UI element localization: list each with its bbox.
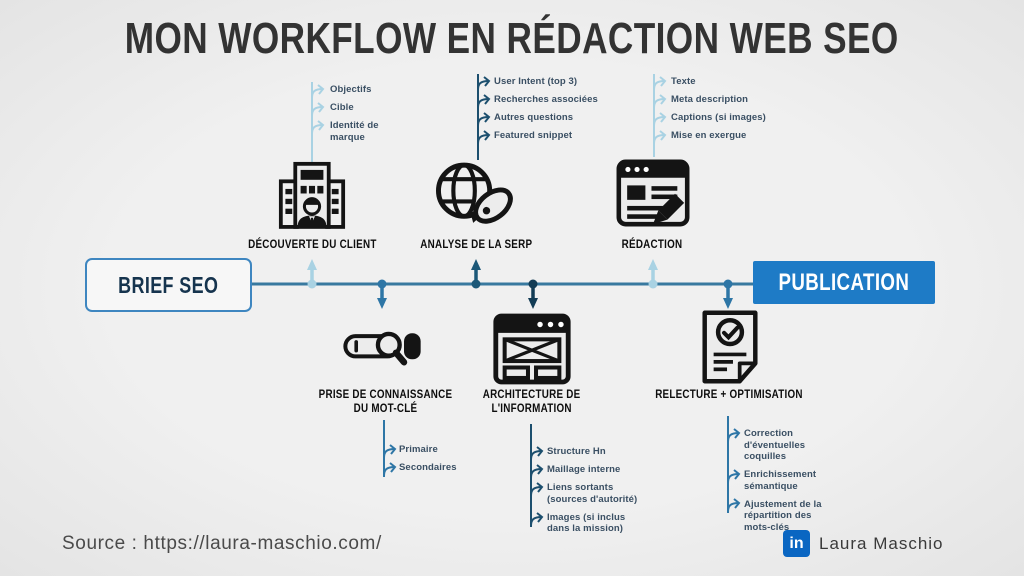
list-item: User Intent (top 3) bbox=[494, 76, 578, 87]
globe-mouse-icon bbox=[436, 162, 513, 224]
branch-tree-mot-cle bbox=[383, 420, 396, 477]
step-label-redaction: RÉDACTION bbox=[621, 237, 683, 251]
list-item: Images (si inclus dans la mission) bbox=[547, 511, 626, 535]
page-title: MON WORKFLOW EN RÉDACTION WEB SEO bbox=[125, 14, 899, 63]
wireframe-page-icon bbox=[493, 313, 571, 385]
list-item: Featured snippet bbox=[494, 130, 573, 141]
step-label-decouverte: DÉCOUVERTE DU CLIENT bbox=[247, 237, 377, 251]
list-item: Autres questions bbox=[494, 112, 574, 123]
step-items-relecture: Correction d'éventuelles coquilles Enric… bbox=[744, 428, 822, 540]
branch-tree-architecture bbox=[530, 424, 543, 527]
client-buildings-icon bbox=[278, 161, 346, 229]
publication-label: PUBLICATION bbox=[778, 268, 910, 296]
list-item: Structure Hn bbox=[547, 446, 606, 457]
list-item: Mise en exergue bbox=[671, 130, 747, 141]
list-item: Liens sortants (sources d'autorité) bbox=[547, 482, 638, 505]
list-item: Texte bbox=[671, 76, 696, 87]
brief-seo-box: BRIEF SEO bbox=[85, 258, 252, 312]
list-item: Enrichissement sémantique bbox=[744, 469, 817, 492]
list-item: Identité de marque bbox=[330, 120, 379, 143]
branch-tree-decouverte bbox=[311, 82, 324, 162]
list-item: Ajustement de la répartition des mots-cl… bbox=[744, 498, 822, 533]
list-item: Captions (si images) bbox=[671, 112, 766, 123]
branch-tree-serp bbox=[477, 74, 490, 160]
list-item: Objectifs bbox=[330, 84, 372, 95]
linkedin-icon: in bbox=[783, 530, 810, 557]
step-items-mot-cle: Primaire Secondaires bbox=[399, 444, 469, 480]
step-items-architecture: Structure Hn Maillage interne Liens sort… bbox=[547, 446, 642, 541]
branch-tree-relecture bbox=[727, 416, 740, 513]
list-item: Correction d'éventuelles coquilles bbox=[744, 428, 806, 462]
list-item: Secondaires bbox=[399, 462, 457, 473]
timeline-marker-up-1 bbox=[305, 257, 319, 291]
search-bar-magnifier-icon bbox=[343, 331, 421, 366]
step-items-serp: User Intent (top 3) Recherches associées… bbox=[494, 76, 604, 148]
timeline-marker-up-2 bbox=[469, 257, 483, 291]
list-item: Maillage interne bbox=[547, 464, 621, 475]
document-check-icon bbox=[702, 310, 758, 384]
step-items-redaction: Texte Meta description Captions (si imag… bbox=[671, 76, 776, 148]
step-items-decouverte: Objectifs Cible Identité de marque bbox=[330, 84, 394, 150]
list-item: Meta description bbox=[671, 94, 749, 105]
timeline-marker-down-1 bbox=[375, 277, 389, 311]
step-label-relecture: RELECTURE + OPTIMISATION bbox=[655, 387, 803, 401]
timeline-marker-down-3 bbox=[721, 277, 735, 311]
step-label-serp: ANALYSE DE LA SERP bbox=[420, 237, 532, 251]
brief-seo-label: BRIEF SEO bbox=[118, 271, 219, 298]
webpage-pencil-icon bbox=[616, 159, 690, 227]
source-text: Source : https://laura-maschio.com/ bbox=[62, 533, 382, 554]
list-item: Primaire bbox=[399, 444, 438, 455]
author-credit: in Laura Maschio bbox=[783, 530, 944, 557]
author-name: Laura Maschio bbox=[819, 533, 944, 553]
publication-box: PUBLICATION bbox=[753, 261, 935, 304]
list-item: Recherches associées bbox=[494, 94, 598, 105]
branch-tree-redaction bbox=[653, 74, 666, 157]
timeline-marker-up-3 bbox=[646, 257, 660, 291]
timeline-marker-down-2 bbox=[526, 277, 540, 311]
list-item: Cible bbox=[330, 102, 354, 113]
